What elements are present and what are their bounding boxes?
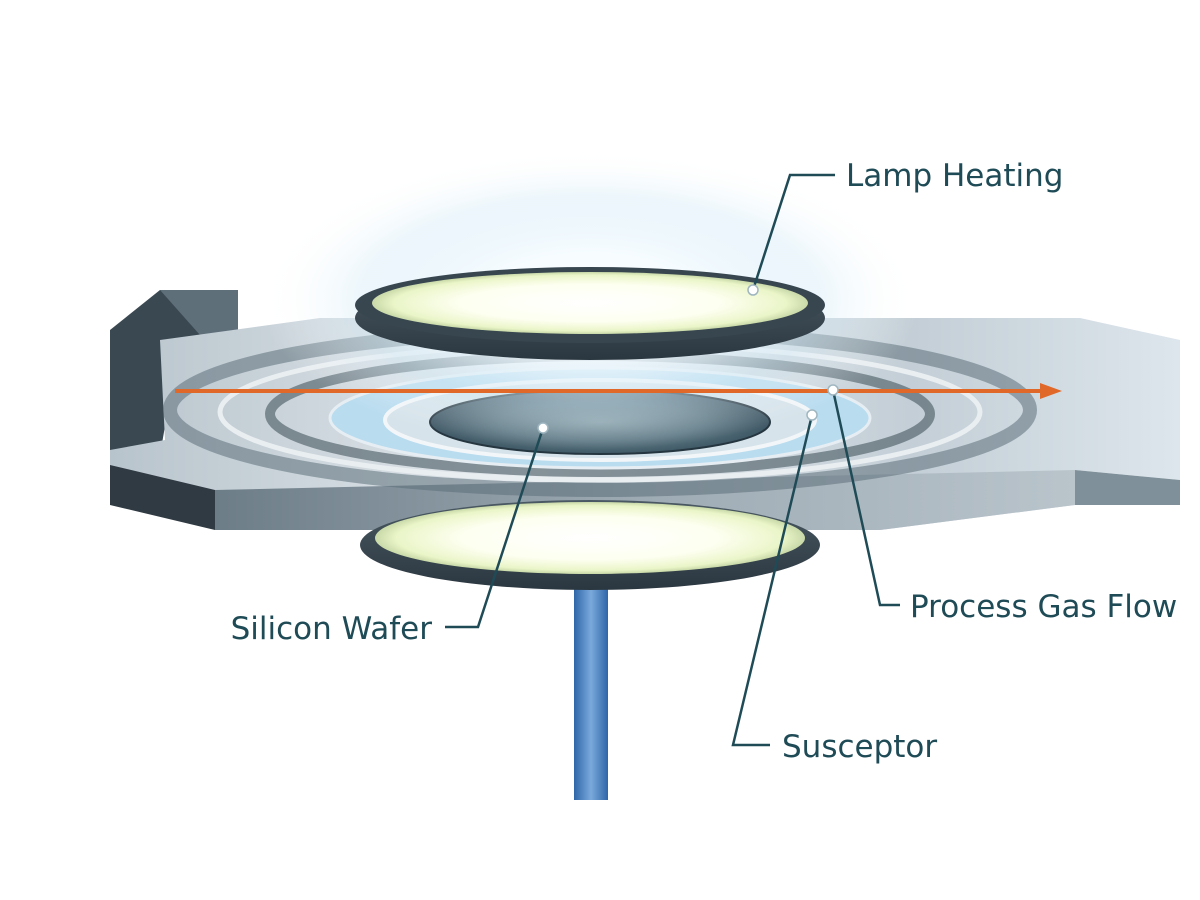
leader-susceptor (731, 414, 814, 747)
leader-process-gas-flow (831, 389, 900, 607)
label-silicon-wafer: Silicon Wafer (231, 611, 433, 647)
leader-silicon-wafer (445, 427, 545, 629)
callout-leaders (445, 173, 900, 747)
label-process-gas-flow: Process Gas Flow (910, 589, 1177, 625)
dot-silicon-wafer (537, 422, 549, 434)
label-susceptor: Susceptor (782, 729, 937, 765)
dot-process-gas-flow (827, 384, 839, 396)
gas-flow-arrow (175, 383, 1062, 399)
lower-lamp (360, 500, 820, 590)
callout-dots (537, 284, 839, 434)
leader-lamp-heating (751, 173, 835, 291)
support-shaft (574, 560, 608, 800)
dot-lamp-heating (747, 284, 759, 296)
upper-lamp (355, 267, 825, 360)
label-lamp-heating: Lamp Heating (846, 158, 1063, 194)
dot-susceptor (806, 409, 818, 421)
